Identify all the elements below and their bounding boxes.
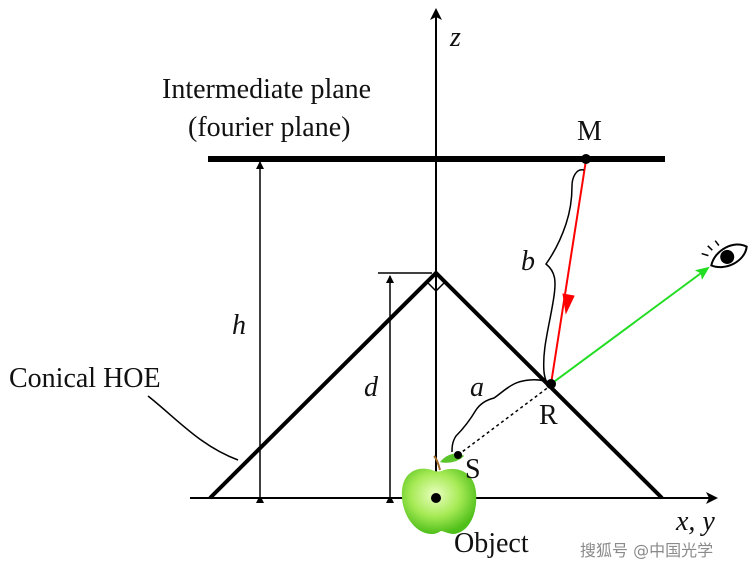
ray-m-to-r xyxy=(550,159,587,385)
point-r-label: R xyxy=(539,400,558,431)
xy-axis-label: x, y xyxy=(675,506,715,537)
point-s-dot xyxy=(454,451,462,459)
watermark: 搜狐号 @中国光学 xyxy=(580,541,713,560)
ray-r-to-eye xyxy=(550,266,710,385)
conical-hoe-shape xyxy=(208,270,664,500)
dimension-h-label: h xyxy=(232,310,246,341)
point-m-dot xyxy=(581,154,591,164)
conical-hoe-leader xyxy=(147,395,239,461)
plane-label-line2: (fourier plane) xyxy=(188,112,350,143)
eye-icon xyxy=(701,240,748,268)
point-r-dot xyxy=(546,379,556,389)
plane-label-line1: Intermediate plane xyxy=(162,74,371,105)
ray-m-to-r-arrow xyxy=(562,293,575,315)
dimension-b-label: b xyxy=(521,246,535,277)
brace-b xyxy=(542,169,585,387)
dimension-a-label: a xyxy=(470,372,484,403)
point-s-label: S xyxy=(465,454,481,485)
right-angle-marker xyxy=(426,281,446,293)
dotted-s-to-r xyxy=(457,385,551,456)
point-m-label: M xyxy=(577,116,602,147)
z-axis-label: z xyxy=(449,22,461,53)
origin-dot xyxy=(431,493,441,503)
object-label: Object xyxy=(454,528,529,559)
conical-hoe-label: Conical HOE xyxy=(9,363,161,394)
dimension-d-label: d xyxy=(364,372,379,403)
brace-a xyxy=(451,379,549,453)
